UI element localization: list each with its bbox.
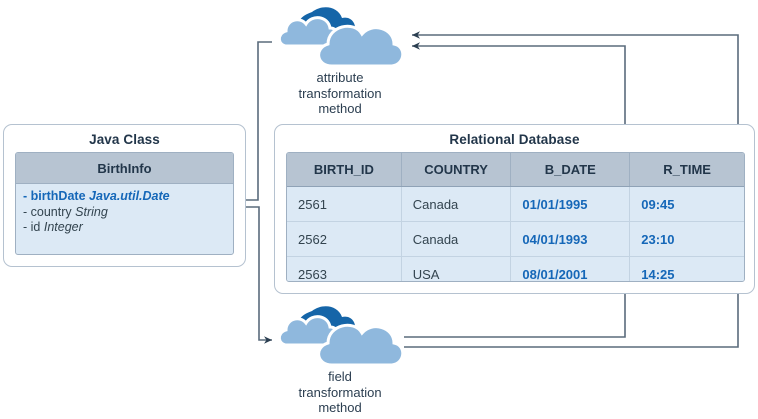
uml-field-birthdate: - birthDate Java.util.Date — [23, 189, 233, 205]
cell-country: Canada — [401, 221, 512, 257]
cell-country: USA — [401, 256, 512, 281]
cloud-icon — [277, 306, 405, 367]
uml-field-visibility: - — [23, 220, 28, 234]
uml-field-list: - birthDate Java.util.Date - country Str… — [16, 184, 233, 236]
table-header-row: BIRTH_ID COUNTRY B_DATE R_TIME — [287, 153, 744, 187]
database-table-wrapper: BIRTH_ID COUNTRY B_DATE R_TIME 2561 Cana… — [286, 152, 745, 282]
database-table: BIRTH_ID COUNTRY B_DATE R_TIME 2561 Cana… — [287, 153, 744, 281]
cloud-icon — [277, 7, 405, 68]
cloud-top-label: attribute transformation method — [298, 70, 382, 116]
column-header-country: COUNTRY — [401, 153, 512, 187]
uml-field-type: Java.util.Date — [89, 189, 170, 203]
cell-r-time: 23:10 — [629, 221, 744, 257]
column-header-r-time: R_TIME — [629, 153, 744, 187]
uml-field-type: Integer — [43, 220, 83, 234]
uml-field-type: String — [75, 204, 108, 219]
cell-birth-id: 2562 — [287, 221, 402, 257]
cell-r-time: 14:25 — [629, 256, 744, 281]
table-row: 2563 USA 08/01/2001 14:25 — [287, 256, 744, 281]
cell-b-date: 04/01/1993 — [510, 221, 631, 257]
cloud-bottom-label: field transformation method — [298, 369, 382, 415]
column-header-birth-id: BIRTH_ID — [287, 153, 402, 187]
cell-country: Canada — [401, 186, 512, 222]
cell-r-time: 09:45 — [629, 186, 744, 222]
java-class-panel-title: Java Class — [89, 132, 160, 147]
java-class-panel: Java Class BirthInfo - birthDate Java.ut… — [3, 124, 246, 267]
uml-field-name: birthDate — [30, 189, 86, 203]
table-row: 2562 Canada 04/01/1993 23:10 — [287, 221, 744, 257]
uml-field-country: - country String — [23, 205, 233, 221]
uml-field-visibility: - — [23, 189, 28, 203]
column-header-b-date: B_DATE — [510, 153, 631, 187]
uml-field-name: id — [30, 220, 41, 234]
uml-class-name: BirthInfo — [16, 153, 233, 184]
cell-birth-id: 2563 — [287, 256, 402, 281]
relational-database-panel: Relational Database BIRTH_ID COUNTRY B_D… — [274, 124, 755, 294]
cell-birth-id: 2561 — [287, 186, 402, 222]
relational-database-panel-title: Relational Database — [449, 132, 580, 147]
uml-class-box: BirthInfo - birthDate Java.util.Date - c… — [15, 152, 234, 255]
cell-b-date: 08/01/2001 — [510, 256, 631, 281]
uml-field-name: country — [30, 204, 72, 219]
uml-field-id: - id Integer — [23, 220, 233, 236]
table-row: 2561 Canada 01/01/1995 09:45 — [287, 186, 744, 222]
cell-b-date: 01/01/1995 — [510, 186, 631, 222]
uml-field-visibility: - — [23, 204, 28, 219]
